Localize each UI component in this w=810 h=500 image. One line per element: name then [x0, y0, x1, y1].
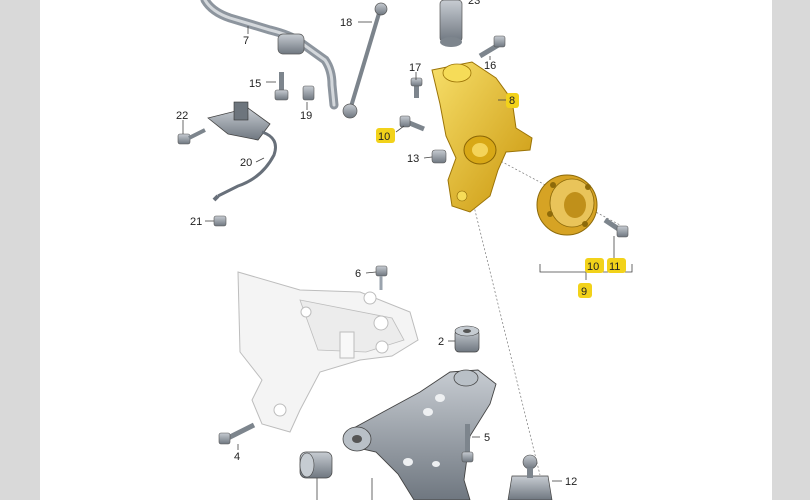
callout-4: 4 [234, 451, 240, 463]
bolt-10-knuckle [399, 115, 425, 132]
nut-21 [213, 215, 227, 227]
callout-10-knuckle: 10 [378, 131, 390, 143]
wheel-hub [536, 174, 598, 236]
callout-7: 7 [243, 35, 249, 47]
level-sender-bracket [207, 101, 277, 202]
callout-6: 6 [355, 268, 361, 280]
nut-13 [431, 149, 447, 164]
callout-10-hub: 10 [587, 261, 599, 273]
bolt-15 [274, 72, 289, 101]
ball-joint [507, 454, 553, 500]
highlight-pad [578, 283, 592, 298]
callout-19: 19 [300, 110, 312, 122]
bolt-6 [375, 265, 388, 290]
highlight-pad [506, 93, 519, 108]
callout-8: 8 [509, 95, 515, 107]
callout-22: 22 [176, 110, 188, 122]
steering-knuckle [431, 61, 533, 213]
callout-2: 2 [438, 336, 444, 348]
callout-9: 9 [581, 286, 587, 298]
bolt-16 [478, 35, 506, 59]
bolt-5 [461, 424, 474, 463]
wishbone [342, 369, 497, 500]
upper-bolt [439, 0, 463, 47]
highlight-pad [585, 258, 604, 273]
bush-2 [454, 325, 480, 353]
assembly-axis-hub [479, 149, 621, 226]
callout-16: 16 [484, 60, 496, 72]
highlight-pad [376, 128, 395, 143]
callout-15: 15 [249, 78, 261, 90]
callout-18: 18 [340, 17, 352, 29]
bolt-22 [177, 128, 206, 145]
callout-20: 20 [240, 157, 252, 169]
nut-19 [302, 85, 315, 101]
callout-11: 11 [609, 261, 620, 273]
stabilizer-bar [200, 0, 339, 110]
callout-23: 23 [468, 0, 480, 7]
callout-13: 13 [407, 153, 419, 165]
subframe [237, 271, 419, 433]
bolt-17 [410, 77, 423, 98]
coupling-rod [342, 2, 388, 119]
callout-12: 12 [565, 476, 577, 488]
bush-3 [299, 451, 333, 479]
bolt-11 [603, 217, 629, 238]
callout-17: 17 [409, 62, 421, 74]
highlight-pad [607, 258, 626, 273]
bolt-4 [218, 422, 256, 445]
callout-21: 21 [190, 216, 202, 228]
callout-5: 5 [484, 432, 490, 444]
assembly-axis-knuckle [469, 189, 541, 476]
